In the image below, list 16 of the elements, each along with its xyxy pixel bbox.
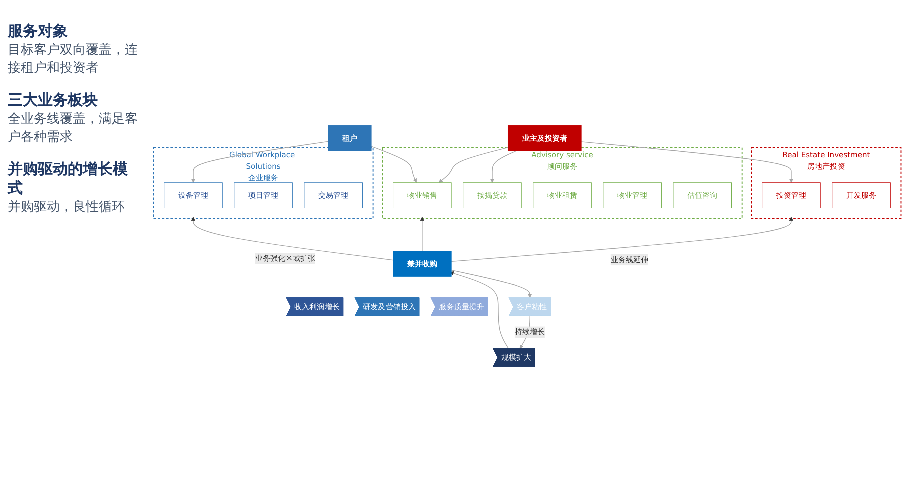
arrow bbox=[191, 141, 329, 184]
arrow bbox=[191, 217, 394, 261]
section-note: 全业务线覆盖，满足客户各种需求 bbox=[8, 111, 139, 146]
section-heading: 服务对象 bbox=[8, 22, 69, 41]
arrow bbox=[451, 270, 532, 298]
section-note: 并购驱动，良性循环 bbox=[8, 199, 126, 216]
section-note: 目标客户双向覆盖，连接租户和投资者 bbox=[8, 42, 139, 77]
arrow bbox=[438, 148, 509, 184]
arrow bbox=[451, 217, 794, 262]
arrow bbox=[420, 217, 424, 252]
section-heading: 三大业务板块 bbox=[8, 91, 99, 110]
section-heading: 并购驱动的增长模式 bbox=[8, 160, 129, 198]
arrow bbox=[490, 150, 517, 184]
arrow bbox=[581, 142, 794, 184]
arrow bbox=[371, 146, 418, 184]
arrow bbox=[450, 272, 510, 350]
